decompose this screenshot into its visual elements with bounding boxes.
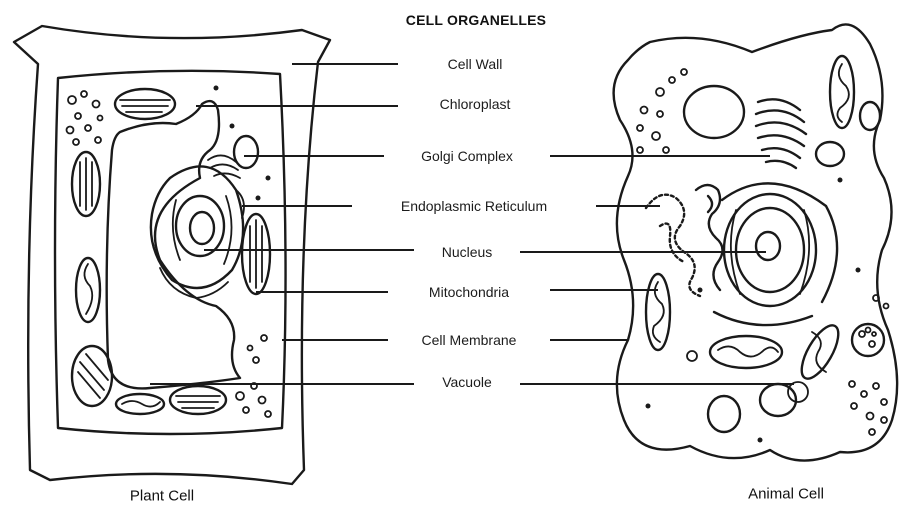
animal-mitochondria	[646, 56, 854, 384]
label-cell-membrane: Cell Membrane	[422, 332, 517, 348]
animal-golgi	[756, 99, 806, 168]
plant-cell	[14, 26, 330, 484]
animal-vacuole-top	[684, 86, 744, 138]
plant-nucleus	[151, 166, 244, 298]
caption-plant-cell: Plant Cell	[130, 488, 194, 505]
label-mitochondria: Mitochondria	[429, 284, 509, 300]
animal-er	[646, 185, 723, 296]
label-vacuole: Vacuole	[442, 374, 492, 390]
label-cell-wall: Cell Wall	[448, 56, 503, 72]
label-nucleus: Nucleus	[442, 244, 493, 260]
animal-cell	[614, 24, 898, 460]
label-endoplasmic-reticulum: Endoplasmic Reticulum	[401, 198, 547, 214]
caption-animal-cell: Animal Cell	[748, 486, 824, 503]
diagram-title: CELL ORGANELLES	[406, 12, 546, 28]
label-golgi-complex: Golgi Complex	[421, 148, 513, 164]
label-chloroplast: Chloroplast	[440, 96, 511, 112]
animal-nucleus	[714, 183, 837, 325]
